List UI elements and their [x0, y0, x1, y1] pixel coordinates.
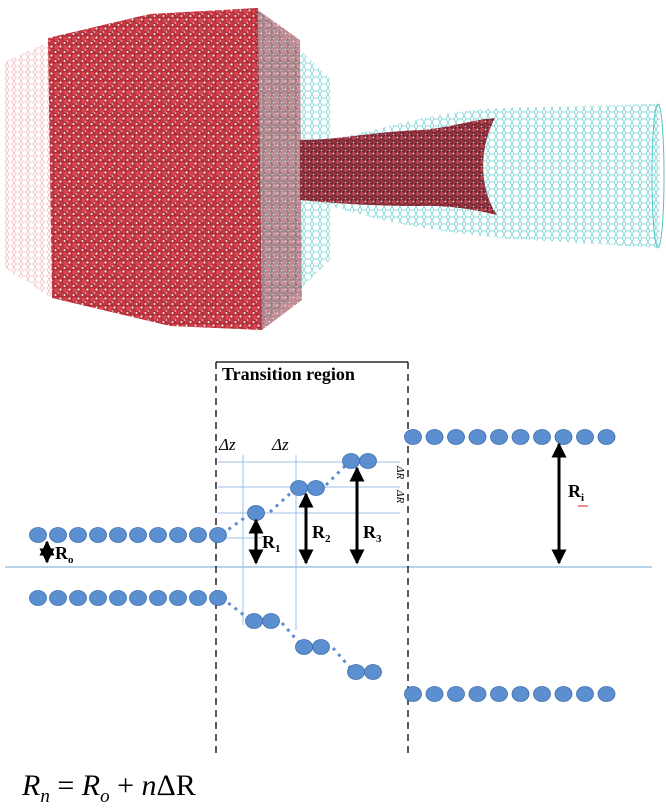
lower-left-wall-bead	[189, 590, 207, 606]
upper-left-wall-bead	[49, 527, 67, 543]
upper-step-3-bead	[342, 453, 360, 469]
ri-label: Ri	[568, 481, 584, 504]
upper-left-wall-bead	[129, 527, 147, 543]
lower-right-wall-bead	[490, 686, 508, 702]
lower-step-1-bead	[245, 613, 263, 629]
radius-arrows	[39, 442, 567, 565]
membrane-sheet	[5, 40, 52, 298]
upper-right-wall-bead	[554, 429, 573, 445]
lower-step-3-bead	[364, 664, 382, 680]
upper-left-wall-bead	[109, 527, 127, 543]
lower-left-wall-bead	[169, 590, 187, 606]
delta-r-lower: ΔR	[394, 489, 406, 503]
lower-left-wall-bead	[49, 590, 67, 606]
water-in-tube	[300, 118, 497, 215]
delta-z-left: Δz	[218, 435, 236, 454]
upper-right-wall-bead	[511, 429, 530, 445]
water-reservoir-shade	[255, 8, 302, 330]
lower-step-1-bead	[262, 613, 280, 629]
schematic-diagram: Transition region Δz Δz ΔR ΔR Ro R1 R2 R…	[5, 361, 652, 807]
delta-r-upper: ΔR	[394, 465, 406, 479]
lower-left-wall-bead	[209, 590, 227, 606]
upper-step-3-bead	[359, 453, 377, 469]
upper-left-wall-bead	[149, 527, 167, 543]
upper-right-wall-bead	[425, 429, 444, 445]
simulation-render	[5, 8, 665, 330]
lower-left-wall-bead	[29, 590, 47, 606]
upper-left-wall-bead	[69, 527, 87, 543]
lower-right-wall-bead	[597, 686, 616, 702]
upper-left-wall-bead	[89, 527, 107, 543]
lower-left-wall-bead	[69, 590, 87, 606]
region-label: Transition region	[222, 364, 355, 384]
lower-right-wall-bead	[425, 686, 444, 702]
delta-z-right: Δz	[271, 435, 289, 454]
r1-label: R1	[262, 532, 281, 555]
r2-label: R2	[312, 522, 331, 545]
lower-step-2-bead	[295, 639, 313, 655]
lower-right-wall-bead	[468, 686, 487, 702]
lower-left-wall-bead	[109, 590, 127, 606]
lower-step-2-bead	[312, 639, 330, 655]
formula: Rn = Ro + nΔR	[21, 769, 196, 807]
nanotube-mouth	[651, 103, 665, 249]
lower-right-wall-bead	[554, 686, 573, 702]
upper-step-2-bead	[290, 480, 308, 496]
upper-right-wall-bead	[576, 429, 594, 445]
lower-left-wall-bead	[149, 590, 167, 606]
upper-left-wall-bead	[189, 527, 207, 543]
lower-right-wall-bead	[404, 686, 422, 702]
upper-left-wall-bead	[29, 527, 47, 543]
lower-left-wall-bead	[89, 590, 107, 606]
upper-left-wall-bead	[209, 527, 227, 543]
upper-right-wall-bead	[490, 429, 508, 445]
r3-label: R3	[363, 522, 382, 545]
upper-step-2-bead	[307, 480, 325, 496]
lower-right-wall-bead	[511, 686, 530, 702]
lower-right-wall-bead	[533, 686, 551, 702]
r0-label: Ro	[55, 543, 74, 566]
upper-left-wall-bead	[169, 527, 187, 543]
upper-right-wall-bead	[533, 429, 551, 445]
upper-step-1-bead	[247, 505, 265, 521]
upper-right-wall-bead	[597, 429, 616, 445]
upper-right-wall-bead	[447, 429, 465, 445]
lower-right-wall-bead	[447, 686, 465, 702]
lower-left-wall-bead	[129, 590, 147, 606]
bead-chains	[29, 429, 616, 702]
upper-right-wall-bead	[404, 429, 422, 445]
water-reservoir	[48, 8, 262, 330]
lower-right-wall-bead	[576, 686, 594, 702]
upper-right-wall-bead	[468, 429, 487, 445]
lower-step-3-bead	[347, 664, 365, 680]
guide-lines	[218, 455, 400, 630]
